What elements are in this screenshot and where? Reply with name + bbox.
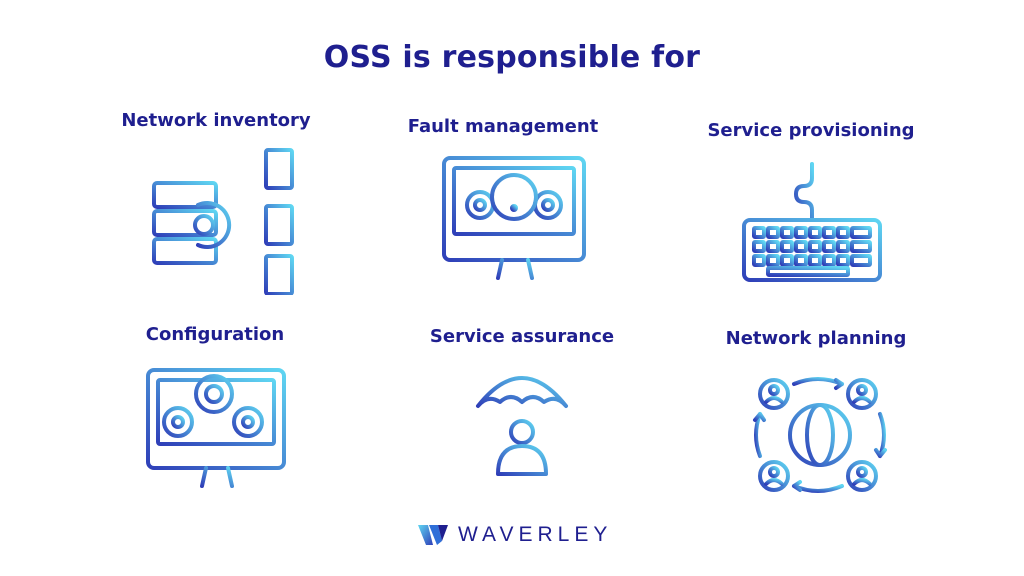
logo-text: WAVERLEY <box>458 523 613 546</box>
waverley-logo-icon <box>418 525 448 545</box>
label-service-provisioning: Service provisioning <box>707 120 915 141</box>
label-configuration: Configuration <box>145 324 285 345</box>
umbrella-person-icon <box>476 376 568 476</box>
label-service-assurance: Service assurance <box>429 326 615 347</box>
keyboard-icon <box>742 162 882 282</box>
server-tree-icon <box>152 148 294 295</box>
label-network-planning: Network planning <box>725 328 907 349</box>
waverley-logo: WAVERLEY <box>418 522 612 548</box>
globe-network-icon <box>753 377 887 493</box>
monitor-gears-icon <box>146 368 286 492</box>
monitor-fault-icon <box>442 156 586 284</box>
label-fault-management: Fault management <box>407 116 599 137</box>
page-title: OSS is responsible for <box>323 40 701 75</box>
label-network-inventory: Network inventory <box>121 110 311 131</box>
